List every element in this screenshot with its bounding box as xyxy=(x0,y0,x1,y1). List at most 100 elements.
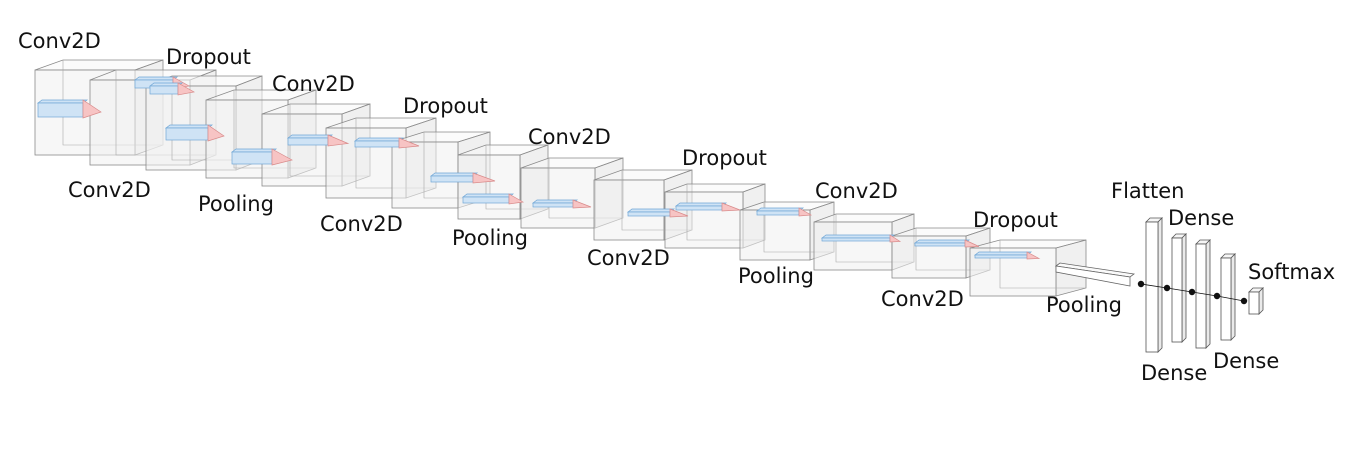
kernel-arrow xyxy=(674,202,741,212)
kernel-prism xyxy=(165,127,209,141)
dense-bar xyxy=(1220,253,1236,341)
kernel-arrow xyxy=(461,193,525,205)
kernel-top xyxy=(913,239,971,244)
connector-line xyxy=(1166,287,1193,293)
connector-node xyxy=(1213,292,1221,300)
kernel-arrow xyxy=(429,172,496,184)
kernel-arrow xyxy=(36,99,102,119)
label-conv2d-8: Conv2D xyxy=(881,287,964,311)
label-dense-1: Dense xyxy=(1168,206,1234,230)
kernel-prism xyxy=(149,85,179,95)
label-pooling-4: Pooling xyxy=(1046,293,1122,317)
kernel-top xyxy=(461,193,515,198)
kernel-top xyxy=(626,208,676,213)
label-dense-2: Dense xyxy=(1141,361,1207,385)
kernel-arrow xyxy=(230,148,293,166)
connector-node xyxy=(1163,284,1171,292)
dense-bar xyxy=(1248,287,1264,315)
kernel-top xyxy=(674,202,728,207)
kernel-top xyxy=(164,124,214,129)
kernel-arrow xyxy=(820,234,902,243)
kernel-top xyxy=(820,234,896,239)
kernel-top xyxy=(286,134,334,139)
kernel-prism xyxy=(287,137,329,146)
box-hidden-edge xyxy=(835,214,914,263)
kernel-top xyxy=(531,199,579,204)
kernel-arrow xyxy=(913,239,980,248)
box-front-face xyxy=(813,221,893,271)
kernel-prism xyxy=(231,151,273,165)
label-conv2d-6: Conv2D xyxy=(587,246,670,270)
box-hidden-edge xyxy=(763,202,834,253)
label-dropout-4: Dropout xyxy=(973,208,1058,232)
dense-bar-side xyxy=(1157,217,1163,353)
kernel-arrows xyxy=(36,76,1041,260)
label-pooling-3: Pooling xyxy=(738,264,814,288)
kernel-arrow xyxy=(973,251,1041,260)
kernel-pyramid xyxy=(889,234,902,243)
label-conv2d-3: Conv2D xyxy=(272,72,355,96)
box-front-face xyxy=(457,154,521,220)
kernel-pyramid xyxy=(82,99,102,119)
kernel-pyramid xyxy=(798,207,813,217)
kernel-pyramid xyxy=(271,148,293,166)
kernel-top xyxy=(148,82,184,87)
box-front-face xyxy=(664,191,744,249)
kernel-prism xyxy=(974,254,1028,259)
kernel-prism xyxy=(37,102,84,118)
kernel-prism xyxy=(914,242,966,247)
connector-node xyxy=(1240,297,1248,305)
kernel-arrow xyxy=(626,208,689,218)
kernel-pyramid xyxy=(669,208,689,218)
layer-boxes xyxy=(34,59,1087,297)
kernel-prism xyxy=(756,210,800,216)
kernel-pyramid xyxy=(177,82,196,96)
connector-line xyxy=(1191,291,1218,297)
kernel-top xyxy=(230,148,278,153)
kernel-top xyxy=(973,251,1033,256)
dense-bar-front xyxy=(1195,243,1207,349)
connector-line xyxy=(1216,295,1245,302)
dense-bar xyxy=(1171,233,1187,343)
label-dropout-3: Dropout xyxy=(682,146,767,170)
kernel-pyramid xyxy=(398,137,420,149)
box-front-face xyxy=(520,167,596,229)
label-pooling-1: Pooling xyxy=(198,192,274,216)
kernel-pyramid xyxy=(508,193,525,205)
kernel-pyramid xyxy=(572,199,592,209)
kernel-top xyxy=(133,76,179,81)
kernel-prism xyxy=(532,202,574,208)
label-conv2d-1: Conv2D xyxy=(18,29,101,53)
label-conv2d-7: Conv2D xyxy=(815,179,898,203)
kernel-pyramid xyxy=(207,124,225,142)
dense-stack xyxy=(1054,217,1264,353)
box-front-face xyxy=(739,209,811,261)
dense-bar xyxy=(1145,217,1163,353)
label-dense-3: Dense xyxy=(1213,349,1279,373)
label-dropout-2: Dropout xyxy=(403,94,488,118)
kernel-prism xyxy=(627,211,671,217)
kernel-arrow xyxy=(286,134,350,147)
kernel-pyramid xyxy=(721,202,741,212)
connector-line xyxy=(1140,283,1168,289)
kernel-arrow xyxy=(531,199,592,209)
label-softmax: Softmax xyxy=(1248,260,1335,284)
dense-bar-front xyxy=(1220,257,1232,341)
kernel-pyramid xyxy=(327,134,350,147)
label-dropout-1: Dropout xyxy=(166,45,251,69)
connector-node xyxy=(1137,280,1145,288)
kernel-top xyxy=(755,207,805,212)
connector-node xyxy=(1188,288,1196,296)
kernel-arrow xyxy=(164,124,225,142)
layer-labels: Conv2D Conv2D Dropout Pooling Conv2D Con… xyxy=(18,29,1335,385)
dense-bar-front xyxy=(1248,291,1260,315)
kernel-prism xyxy=(675,205,723,211)
kernel-prism xyxy=(430,175,474,183)
kernel-pyramid xyxy=(964,239,980,248)
dense-bar xyxy=(1195,239,1211,349)
kernel-arrow xyxy=(755,207,813,217)
kernel-pyramid xyxy=(472,172,496,184)
label-conv2d-5: Conv2D xyxy=(528,125,611,149)
label-conv2d-2: Conv2D xyxy=(68,178,151,202)
